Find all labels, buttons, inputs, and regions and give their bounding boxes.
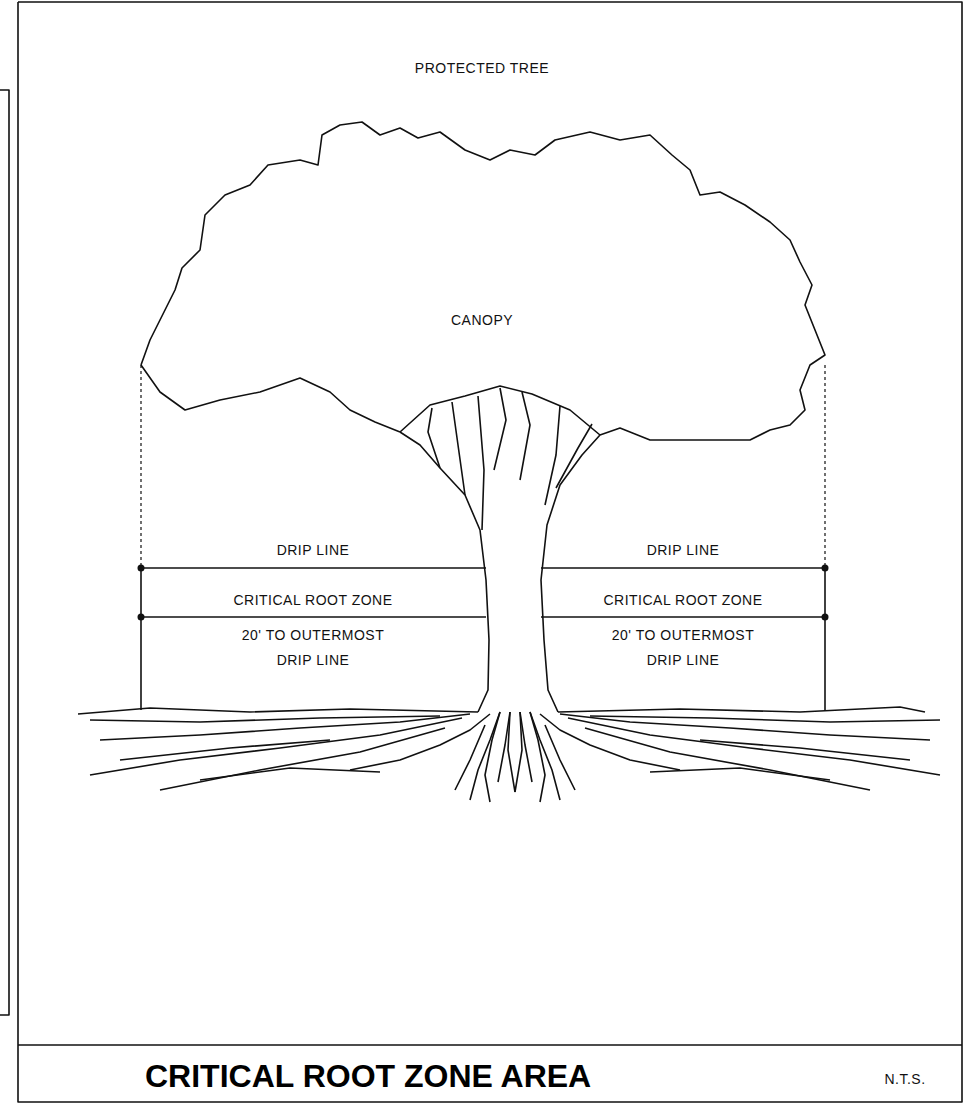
ground-line: [558, 707, 925, 712]
dimension-dot: [138, 565, 145, 572]
root-line: [650, 768, 830, 780]
adjacent-sheet-border: [0, 90, 9, 1015]
scale-note: N.T.S.: [875, 1067, 935, 1092]
dripline-projection: [824, 365, 825, 568]
dripline-label: DRIP LINE: [233, 538, 393, 563]
root-line: [530, 712, 545, 802]
root-line: [455, 725, 485, 790]
branch-line: [556, 424, 592, 488]
root-zone-label: CRITICAL ROOT ZONE: [213, 588, 413, 613]
root-line: [90, 716, 440, 722]
root-line: [700, 740, 910, 760]
branch-line: [452, 402, 465, 495]
root-line: [120, 740, 330, 760]
dimension-note: 20' TO OUTERMOST DRIP LINE: [233, 623, 393, 673]
branch-line: [478, 396, 484, 530]
branch-line: [545, 406, 560, 505]
drawing-title: CRITICAL ROOT ZONE AREA: [145, 1058, 591, 1094]
root-line: [508, 712, 515, 792]
dimension-line: [141, 567, 486, 569]
trunk-outline: [541, 435, 600, 712]
dimension-line: [141, 616, 486, 618]
root-zone-label: CRITICAL ROOT ZONE: [583, 588, 783, 613]
dimension-dot: [822, 614, 829, 621]
root-line: [585, 728, 870, 790]
root-line: [545, 725, 575, 790]
tree-label: PROTECTED TREE: [382, 56, 582, 81]
dripline-extent: [824, 568, 826, 710]
title-band-line: [18, 1044, 962, 1046]
branch-line: [494, 388, 506, 470]
root-line: [200, 768, 380, 780]
branch-line: [428, 408, 440, 468]
dripline-extent: [140, 568, 142, 710]
canopy-label: CANOPY: [422, 308, 542, 333]
crown-outline: [400, 386, 600, 435]
dripline-projection: [140, 365, 141, 568]
root-line: [520, 712, 532, 782]
dimension-note: 20' TO OUTERMOST DRIP LINE: [603, 623, 763, 673]
branch-line: [520, 392, 530, 480]
dimension-dot: [138, 614, 145, 621]
dimension-dot: [822, 565, 829, 572]
dripline-label: DRIP LINE: [603, 538, 763, 563]
trunk-outline: [400, 432, 489, 712]
sheet-border: [18, 2, 962, 1102]
canopy-outline: [141, 365, 400, 432]
root-line: [160, 728, 445, 790]
canopy-outline: [141, 122, 825, 440]
ground-line: [78, 708, 478, 714]
root-line: [485, 712, 500, 802]
dimension-line: [541, 567, 825, 569]
root-line: [515, 712, 522, 792]
dimension-line: [541, 616, 825, 618]
root-line: [590, 716, 940, 722]
